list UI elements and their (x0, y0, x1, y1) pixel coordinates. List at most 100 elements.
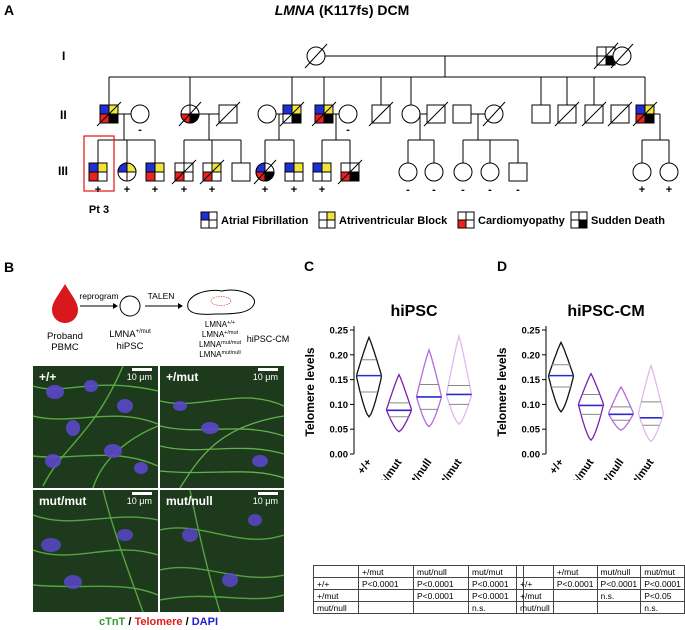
proband-label: Pt 3 (89, 204, 109, 216)
x-tick-label: +/mut (570, 457, 597, 480)
genotype-mark: - (432, 184, 436, 196)
stats-row: mut/null n.s. (516, 601, 685, 614)
genotype-mark: + (181, 184, 187, 196)
pbmc-text: PBMC (51, 342, 79, 353)
y-axis-label: Telomere levels (495, 347, 509, 436)
stats-cell (313, 565, 359, 578)
generation-label: III (58, 164, 68, 178)
y-tick-label: 0.00 (330, 450, 349, 461)
stats-cell: P<0.0001 (640, 577, 685, 590)
legend-label: Cardiomyopathy (478, 215, 566, 227)
workflow-diagram: B Proband PBMC reprogram LMNA+/mut hiPSC… (4, 259, 289, 359)
legend-swatch-av-block (318, 211, 336, 229)
stats-cell: n.s. (596, 589, 642, 602)
stats-cell: +/mut (516, 589, 554, 602)
genotype-mark: - (488, 184, 492, 196)
stats-cell: mut/null (596, 565, 642, 578)
stats-cell (413, 601, 469, 614)
micrograph-hom: mut/mut 10 μm (33, 490, 158, 612)
stats-cell: mut/null (413, 565, 469, 578)
genotype-mark: + (124, 184, 130, 196)
hipsc-text: hiPSC (117, 341, 144, 352)
legend-label: Atriventricular Block (339, 215, 448, 227)
blood-drop-icon (52, 284, 78, 323)
micrograph-wt: +/+ 10 μm (33, 366, 158, 488)
lmna-mut-text: LMNA+/mut (109, 329, 151, 340)
y-tick-label: 0.05 (522, 425, 541, 436)
generation-label: II (60, 108, 67, 122)
violin-4 (445, 333, 473, 426)
cardiomyocyte-dish-icon (187, 289, 256, 315)
generation-label: I (62, 49, 65, 63)
dish-genotype-text: LMNAmut/null (199, 350, 241, 359)
y-tick-label: 0.25 (522, 326, 541, 337)
stats-cell (358, 601, 414, 614)
dish-genotype-text: LMNAmut/mut (199, 340, 242, 349)
y-tick-label: 0.20 (522, 350, 541, 361)
pedigree-title: LMNA (K117fs) DCM (275, 2, 410, 18)
genotype-mark: - (138, 124, 142, 136)
violin-1 (356, 335, 382, 418)
genotype-mark: + (95, 184, 101, 196)
violin-4 (637, 363, 665, 443)
genotype-mark: - (461, 184, 465, 196)
genotype-mark: - (346, 124, 350, 136)
genotype-mark: + (209, 184, 215, 196)
scale-bar: 10 μm (127, 368, 152, 382)
violin-3 (608, 385, 634, 431)
legend-label: Atrial Fibrillation (221, 215, 309, 227)
stats-cell: +/+ (313, 577, 359, 590)
proband-text: Proband (47, 331, 83, 342)
legend-swatch-atrial-fibrillation (200, 211, 218, 229)
stain-dapi: DAPI (191, 616, 218, 628)
micrograph-genotype-label: +/+ (39, 370, 57, 384)
x-tick-label: +/+ (356, 457, 375, 477)
micrograph-genotype-label: mut/mut (39, 494, 87, 508)
reprogram-text: reprogram (79, 291, 118, 301)
stats-cell: P<0.0001 (413, 577, 469, 590)
genotype-mark: - (516, 184, 520, 196)
chart-title: hiPSC-CM (567, 303, 644, 320)
violin-1 (548, 340, 574, 413)
genotype-mark: + (152, 184, 158, 196)
stats-cell: n.s. (468, 601, 524, 614)
stats-cell: +/mut (358, 565, 414, 578)
stats-cell: +/mut (552, 565, 598, 578)
scale-bar: 10 μm (253, 368, 278, 382)
panel-letter-a: A (4, 2, 14, 18)
ipsc-cell-icon (119, 295, 141, 317)
stats-cell (596, 601, 642, 614)
panel-letter-c: C (304, 258, 315, 274)
talen-text: TALEN (148, 291, 175, 301)
stats-cell: mut/mut (640, 565, 685, 578)
legend-label: Sudden Death (591, 215, 665, 227)
stats-cell: mut/null (516, 601, 554, 614)
micrograph-null: mut/null 10 μm (160, 490, 284, 612)
stain-telomere: Telomere (134, 616, 183, 628)
chart-title: hiPSC (390, 303, 438, 320)
genotype-mark: - (406, 184, 410, 196)
y-tick-label: 0.25 (330, 326, 349, 337)
stats-cell: P<0.0001 (596, 577, 642, 590)
dish-genotype-text: LMNA+/+ (205, 320, 235, 329)
y-tick-label: 0.05 (330, 425, 349, 436)
x-tick-label: +/+ (548, 457, 567, 477)
micrograph-het: +/mut 10 μm (160, 366, 284, 488)
stain-ctnt: cTnT (99, 616, 126, 628)
stats-cell: n.s. (640, 601, 685, 614)
y-tick-label: 0.15 (522, 375, 541, 386)
x-tick-label: mut/null (592, 457, 626, 480)
proband-highlight (83, 135, 115, 192)
y-tick-label: 0.00 (522, 450, 541, 461)
legend-swatch-sudden-death (570, 211, 588, 229)
stats-cell: P<0.0001 (358, 577, 414, 590)
panel-letter-d: D (497, 258, 508, 274)
genotype-mark: + (666, 184, 672, 196)
